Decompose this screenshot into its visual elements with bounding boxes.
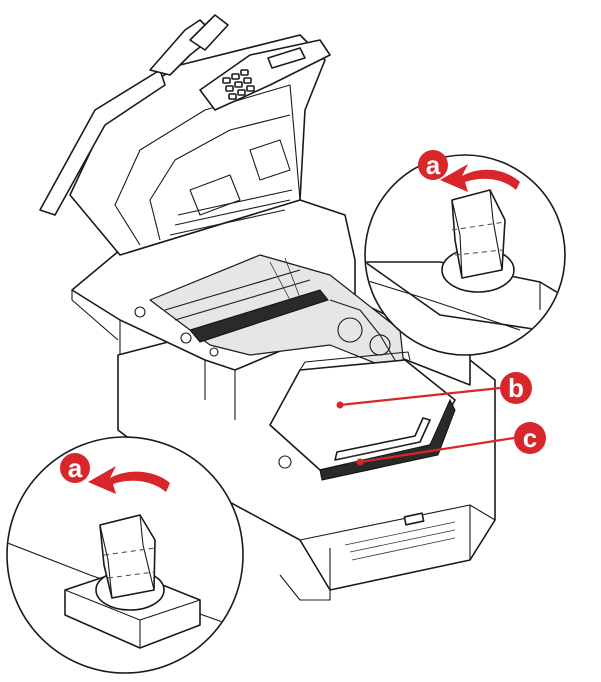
- printer-illustration: [39, 14, 496, 601]
- belt-handle: [319, 398, 456, 481]
- callout-c-badge: [514, 422, 546, 454]
- scanner-lid: [69, 34, 326, 256]
- callout-a-top-label: a: [426, 150, 441, 180]
- rotate-arrow-top: [440, 164, 520, 192]
- callout-a-top-badge: [418, 150, 448, 180]
- zoom-detail-bottom: a: [6, 436, 244, 674]
- toner-lever-bottom: [99, 514, 156, 599]
- callout-a-bottom-label: a: [68, 453, 83, 483]
- keypad: [222, 69, 255, 100]
- document-feeder: [39, 69, 166, 216]
- leader-c: [359, 436, 515, 464]
- zoom-detail-top: a: [364, 150, 566, 356]
- callout-b-badge: [500, 372, 532, 404]
- callout-a-bottom-badge: [60, 453, 90, 483]
- rotate-arrow-bottom: [88, 466, 170, 494]
- leader-b: [339, 386, 501, 407]
- callouts-right: b c: [336, 372, 546, 466]
- callout-c-label: c: [523, 423, 537, 453]
- callout-b-label: b: [508, 373, 524, 403]
- paper-tray: [299, 504, 496, 590]
